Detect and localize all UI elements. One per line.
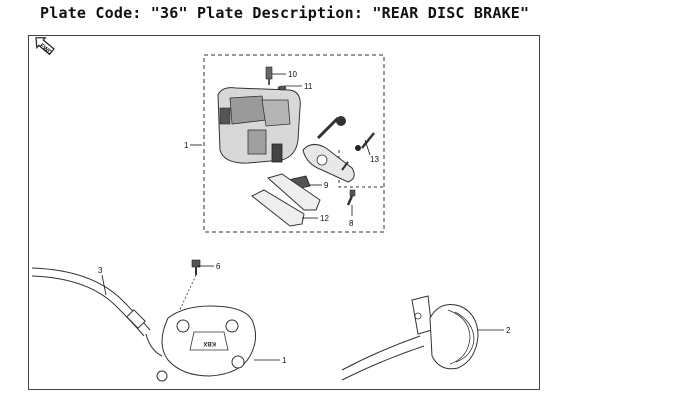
- bleed-cap: [277, 85, 287, 91]
- callout-1-upper: 1: [184, 141, 189, 150]
- caliper-logo: KBX: [203, 340, 216, 346]
- caliper-bracket: [302, 144, 355, 183]
- plate-code-value: "36": [150, 4, 188, 22]
- pin-set: [341, 132, 375, 171]
- brake-reservoir: [341, 295, 479, 381]
- diagram-frame: [28, 35, 540, 390]
- callout-9: 9: [324, 181, 329, 190]
- plate-description-label: Plate Description:: [196, 4, 364, 22]
- fwd-label: FWD: [38, 43, 53, 57]
- brake-hose: [31, 267, 163, 357]
- callout-1-lower: 1: [282, 356, 287, 365]
- slide-pin: [316, 116, 346, 140]
- mounting-bolt: [346, 189, 356, 206]
- callout-6: 6: [216, 262, 221, 271]
- exploded-group-box: [203, 54, 385, 233]
- brake-pads: [251, 173, 321, 227]
- callout-2: 2: [506, 326, 511, 335]
- plate-code-label: Plate Code:: [40, 4, 142, 22]
- callout-12: 12: [320, 214, 329, 223]
- caliper-assembly: KBX: [156, 305, 256, 382]
- plate-description-value: "REAR DISC BRAKE": [372, 4, 530, 22]
- leader-lines: [101, 73, 504, 361]
- plate-header: Plate Code: "36" Plate Description: "REA…: [40, 4, 529, 22]
- fwd-arrow-icon: FWD: [35, 37, 55, 57]
- callout-11: 11: [304, 82, 313, 91]
- banjo-bolt: [175, 259, 201, 319]
- callout-8: 8: [349, 219, 354, 228]
- callout-10: 10: [288, 70, 297, 79]
- caliper-body: [217, 87, 301, 164]
- callout-3: 3: [98, 266, 103, 275]
- bleed-screw: [265, 66, 273, 85]
- callout-13: 13: [370, 155, 379, 164]
